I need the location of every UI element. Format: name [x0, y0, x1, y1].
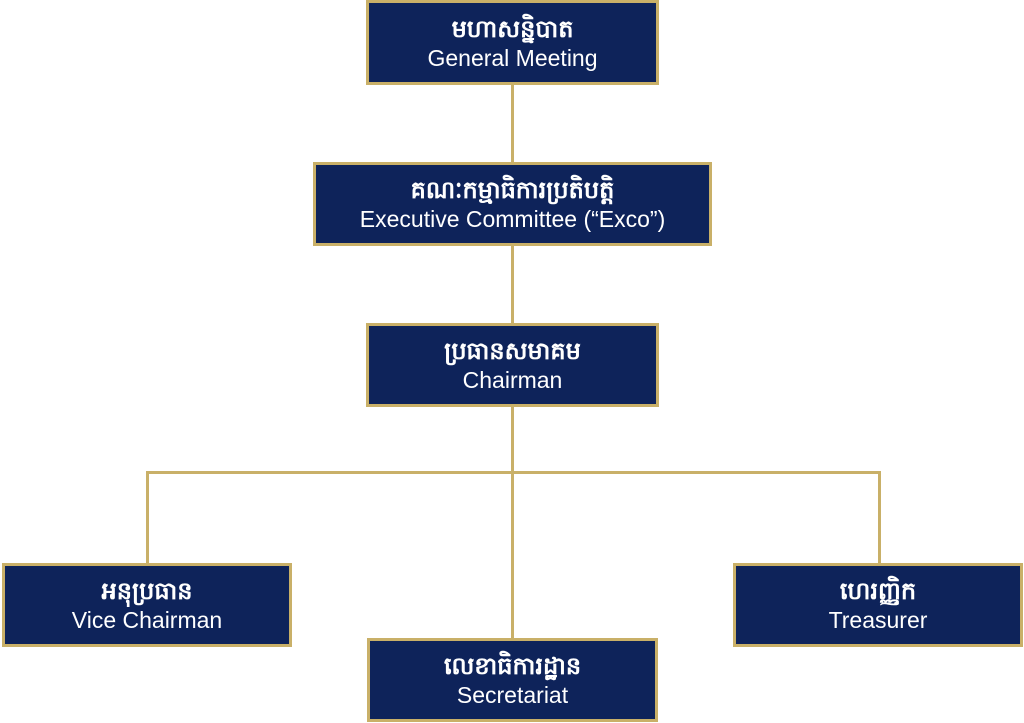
node-english-label: General Meeting: [427, 44, 598, 71]
node-khmer-label: អនុប្រធាន: [101, 577, 193, 605]
node-secretariat: លេខាធិការដ្ឋាន Secretariat: [367, 638, 658, 722]
node-vice-chairman: អនុប្រធាន Vice Chairman: [2, 563, 292, 647]
connector-to-treasurer: [878, 471, 881, 563]
node-khmer-label: គណៈកម្មាធិការប្រតិបត្តិ: [410, 176, 615, 204]
node-treasurer: ហេរញ្ញិក Treasurer: [733, 563, 1023, 647]
connector-exco-chairman: [511, 246, 514, 323]
node-khmer-label: ហេរញ្ញិក: [839, 577, 917, 605]
node-english-label: Chairman: [462, 367, 563, 393]
connector-chairman-down: [511, 407, 514, 638]
node-executive-committee: គណៈកម្មាធិការប្រតិបត្តិ Executive Commit…: [313, 162, 712, 246]
node-general-meeting: មហាសន្និបាត General Meeting: [366, 0, 659, 85]
node-khmer-label: ប្រធានសមាគម: [444, 337, 581, 365]
node-english-label: Secretariat: [456, 682, 569, 708]
node-english-label: Treasurer: [828, 607, 928, 633]
connector-gm-exco: [511, 85, 514, 162]
node-chairman: ប្រធានសមាគម Chairman: [366, 323, 659, 407]
node-khmer-label: លេខាធិការដ្ឋាន: [443, 652, 582, 680]
node-khmer-label: មហាសន្និបាត: [451, 14, 574, 43]
connector-horizontal-bar: [146, 471, 881, 474]
connector-to-vice-chairman: [146, 471, 149, 563]
node-english-label: Vice Chairman: [71, 607, 223, 633]
node-english-label: Executive Committee (“Exco”): [359, 206, 666, 232]
